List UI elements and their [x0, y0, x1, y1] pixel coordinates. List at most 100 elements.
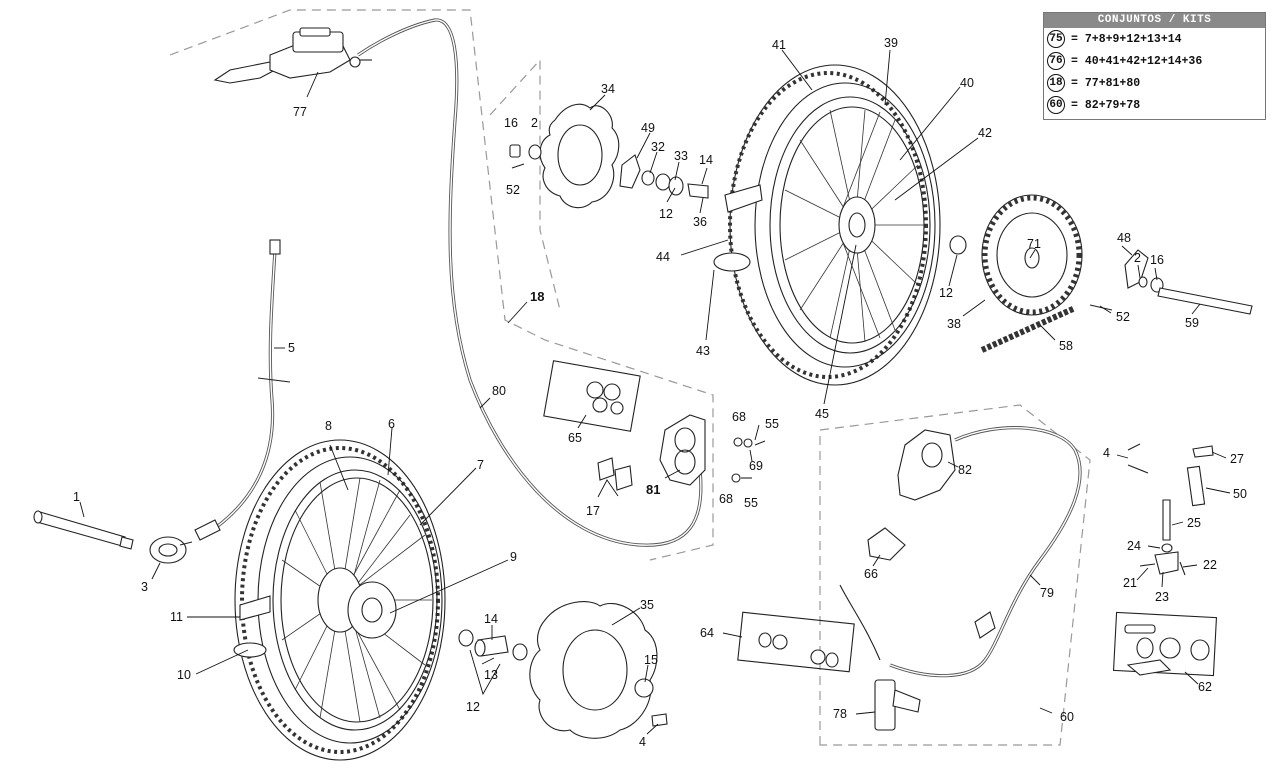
callout-49: 49	[641, 121, 655, 135]
callout-62: 62	[1198, 680, 1212, 694]
callout-40: 40	[960, 76, 974, 90]
callout-38: 38	[947, 317, 961, 331]
rear-seals	[758, 632, 839, 668]
kits-table-title: CONJUNTOS / KITS	[1044, 13, 1265, 28]
callout-6: 6	[388, 417, 395, 431]
callout-1: 1	[73, 490, 80, 504]
rebuild-kit-parts	[1124, 624, 1210, 676]
callout-69: 69	[749, 459, 763, 473]
callout-labels: 77 1 3 5 8 6 7 9 11 10 14 13 12 35 15 4 …	[73, 36, 1247, 749]
front-brake-pads	[597, 457, 633, 491]
callout-25: 25	[1187, 516, 1201, 530]
callout-27: 27	[1230, 452, 1244, 466]
callout-55: 55	[765, 417, 779, 431]
kit-parts: 40+41+42+12+14+36	[1084, 54, 1203, 68]
callout-39: 39	[884, 36, 898, 50]
front-brake-hose	[357, 18, 703, 547]
callout-55b: 55	[744, 496, 758, 510]
kit-parts: 82+79+78	[1084, 98, 1141, 112]
leader-lines	[79, 49, 1231, 735]
drive-chain	[980, 305, 1077, 353]
rear-caliper-seal-kit	[737, 611, 855, 673]
callout-4: 4	[639, 735, 646, 749]
callout-35: 35	[640, 598, 654, 612]
callout-16: 16	[504, 116, 518, 130]
callout-11: 11	[170, 610, 183, 624]
callout-66: 66	[864, 567, 878, 581]
kit-parts: 77+81+80	[1084, 76, 1141, 90]
pedal-hardware	[1127, 443, 1214, 576]
front-wheel	[233, 439, 446, 761]
rear-brake-group-outline	[819, 404, 1091, 746]
callout-78: 78	[833, 707, 847, 721]
rear-spacer	[949, 235, 967, 255]
callout-41: 41	[772, 38, 786, 52]
callout-10: 10	[177, 668, 191, 682]
callout-14: 14	[484, 612, 498, 626]
rear-caliper-bracket	[867, 527, 906, 561]
callout-77: 77	[293, 105, 307, 119]
kit-parts: 7+8+9+12+13+14	[1084, 32, 1182, 46]
callout-18: 18	[530, 289, 544, 304]
callout-81: 81	[646, 482, 660, 497]
callout-44: 44	[656, 250, 670, 264]
speedometer-drive	[149, 536, 193, 564]
front-caliper-seal-kit	[543, 360, 641, 432]
callout-43: 43	[696, 344, 710, 358]
kit-number: 60	[1047, 96, 1065, 114]
kits-table: CONJUNTOS / KITS 75 = 7+8+9+12+13+14 76 …	[1043, 12, 1266, 120]
callout-45: 45	[815, 407, 829, 421]
callout-17: 17	[586, 504, 600, 518]
callout-4b: 4	[1103, 446, 1110, 460]
kit-row: 60 = 82+79+78	[1044, 94, 1265, 116]
callout-14b: 14	[699, 153, 713, 167]
callout-65: 65	[568, 431, 582, 445]
rear-reservoir	[974, 611, 996, 639]
callout-24: 24	[1127, 539, 1141, 553]
callout-22: 22	[1203, 558, 1217, 572]
callout-79: 79	[1040, 586, 1054, 600]
callout-12b: 12	[659, 207, 673, 221]
caliper-bolts	[731, 437, 766, 483]
rear-disc-fasteners	[509, 144, 542, 169]
callout-34: 34	[601, 82, 615, 96]
callout-64: 64	[700, 626, 714, 640]
brake-switch-wire	[839, 584, 881, 661]
callout-42: 42	[978, 126, 992, 140]
callout-36: 36	[693, 215, 707, 229]
kit-row: 18 = 77+81+80	[1044, 72, 1265, 94]
rear-hub-spacers	[619, 154, 709, 199]
callout-12: 12	[466, 700, 480, 714]
callout-71: 71	[1027, 237, 1041, 251]
callout-68b: 68	[719, 492, 733, 506]
rear-washer	[1138, 276, 1148, 288]
callout-50: 50	[1233, 487, 1247, 501]
kit-equals: =	[1071, 54, 1078, 68]
kit-number: 18	[1047, 74, 1065, 92]
callout-2b: 2	[1134, 251, 1141, 265]
rear-axle	[1157, 287, 1253, 315]
front-axle	[33, 510, 134, 550]
front-brake-disc	[529, 601, 668, 739]
callout-80: 80	[492, 384, 506, 398]
kit-equals: =	[1071, 98, 1078, 112]
callout-8: 8	[325, 419, 332, 433]
master-cylinder-rebuild-kit	[1112, 611, 1218, 677]
callout-7: 7	[477, 458, 484, 472]
callout-58: 58	[1059, 339, 1073, 353]
callout-12c: 12	[939, 286, 953, 300]
rear-wheel-group-outline	[489, 58, 561, 311]
callout-15: 15	[644, 653, 658, 667]
front-caliper	[659, 414, 706, 486]
callout-32: 32	[651, 140, 665, 154]
callout-82: 82	[958, 463, 972, 477]
callout-52: 52	[506, 183, 520, 197]
kit-number: 75	[1047, 30, 1065, 48]
kit-number: 76	[1047, 52, 1065, 70]
chain-adjuster	[1124, 249, 1149, 289]
callout-21: 21	[1123, 576, 1137, 590]
callout-52b: 52	[1116, 310, 1130, 324]
speedo-cable-top-fitting	[269, 239, 281, 255]
rear-master-cylinder	[874, 679, 921, 731]
